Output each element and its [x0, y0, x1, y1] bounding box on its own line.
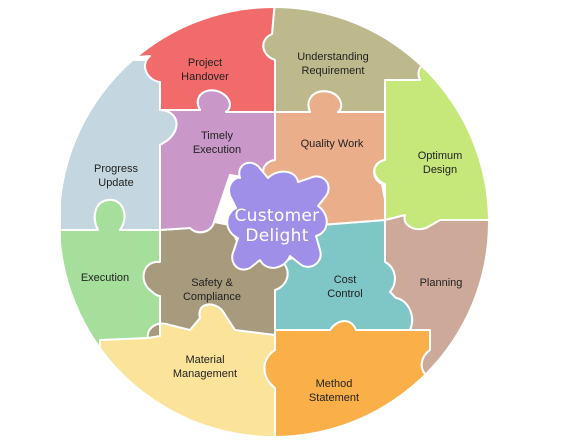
label-planning: Planning: [420, 277, 463, 289]
label-customer-delight-1: Customer: [235, 206, 320, 226]
label-method-statement-2: Statement: [309, 392, 359, 404]
label-project-handover-1: Project: [188, 57, 222, 69]
label-progress-update-2: Update: [98, 177, 133, 189]
label-quality-work: Quality Work: [301, 138, 364, 150]
label-material-management-2: Management: [173, 368, 237, 380]
label-cost-control-1: Cost: [334, 274, 357, 286]
label-timely-execution-1: Timely: [201, 130, 233, 142]
label-project-handover-2: Handover: [181, 71, 229, 83]
label-optimum-design-1: Optimum: [418, 150, 463, 162]
label-safety-compliance-2: Compliance: [183, 291, 241, 303]
label-method-statement-1: Method: [316, 378, 353, 390]
label-cost-control-2: Control: [327, 288, 362, 300]
label-timely-execution-2: Execution: [193, 144, 241, 156]
label-safety-compliance-1: Safety &: [191, 277, 233, 289]
label-understanding-requirement-2: Requirement: [302, 65, 365, 77]
label-optimum-design-2: Design: [423, 164, 457, 176]
label-execution: Execution: [81, 272, 129, 284]
piece-customer-delight: [226, 161, 330, 271]
label-progress-update-1: Progress: [94, 163, 139, 175]
label-customer-delight-2: Delight: [245, 226, 308, 246]
piece-optimum-design: [373, 60, 488, 231]
label-material-management-1: Material: [185, 354, 224, 366]
label-understanding-requirement-1: Understanding: [297, 51, 369, 63]
